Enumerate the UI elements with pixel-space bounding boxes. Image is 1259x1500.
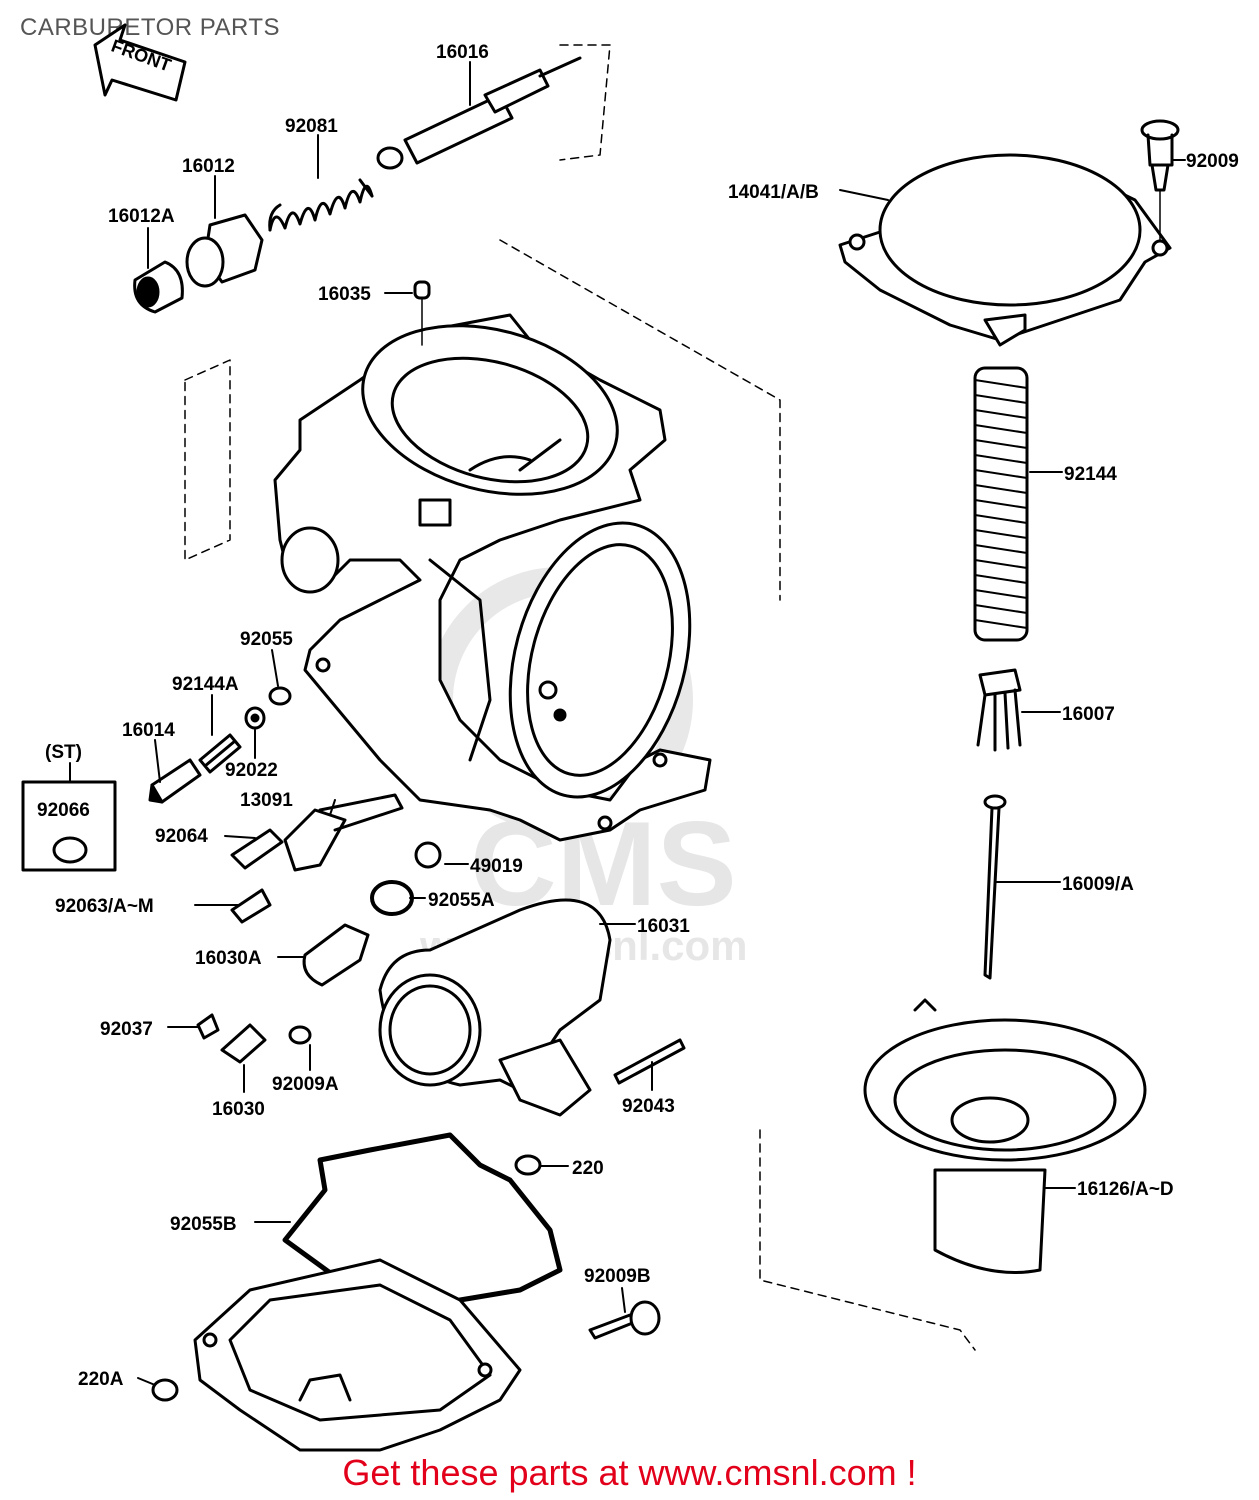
footer-link-text[interactable]: Get these parts at www.cmsnl.com ! xyxy=(342,1452,917,1493)
label-16009: 16009/A xyxy=(1062,874,1134,895)
label-220A: 220A xyxy=(78,1369,124,1390)
page-title: CARBURETOR PARTS xyxy=(20,14,281,41)
part-92081-spring xyxy=(268,178,374,232)
label-92009B: 92009B xyxy=(584,1266,651,1287)
part-92055A-oring xyxy=(370,880,414,916)
part-220A-screw xyxy=(151,1378,179,1402)
label-16126: 16126/A~D xyxy=(1077,1179,1174,1200)
part-49019-ball xyxy=(414,841,442,869)
label-16030A: 16030A xyxy=(195,948,262,969)
part-16030A-valve xyxy=(302,923,370,987)
part-92009B-screw xyxy=(588,1300,661,1340)
label-16030: 16030 xyxy=(212,1099,265,1120)
st-label: (ST) xyxy=(45,742,82,763)
part-92022-washer xyxy=(244,706,266,730)
front-arrow-icon: FRONT xyxy=(93,23,187,102)
label-92009A: 92009A xyxy=(272,1074,339,1095)
label-16007: 16007 xyxy=(1062,704,1115,725)
part-16014-screw xyxy=(148,758,202,804)
part-16012-nut xyxy=(185,213,264,288)
label-92009: 92009 xyxy=(1186,151,1239,172)
label-16012: 16012 xyxy=(182,156,235,177)
part-16035 xyxy=(413,280,431,346)
label-92144: 92144 xyxy=(1064,464,1117,485)
label-92022: 92022 xyxy=(225,760,278,781)
part-13091-jet-holder xyxy=(283,793,404,872)
label-16031: 16031 xyxy=(637,916,690,937)
part-labels: 16016 92081 16012 16012A 16035 14041/A/B… xyxy=(37,42,1239,1390)
label-92055B: 92055B xyxy=(170,1214,237,1235)
label-92063: 92063/A~M xyxy=(55,896,154,917)
label-16035: 16035 xyxy=(318,284,371,305)
part-16009-needle xyxy=(983,794,1007,980)
part-92063-main-jet xyxy=(230,888,272,924)
label-14041: 14041/A/B xyxy=(728,182,819,203)
part-16030-plate xyxy=(220,1023,267,1064)
label-220: 220 xyxy=(572,1158,604,1179)
label-92144A: 92144A xyxy=(172,674,239,695)
part-16031-diaphragm xyxy=(378,898,612,1117)
leader-lines xyxy=(137,61,1186,1386)
part-92037-clip xyxy=(196,1013,220,1040)
st-part-92066: 92066 xyxy=(37,800,90,821)
part-92064-jet xyxy=(230,828,284,870)
label-92037: 92037 xyxy=(100,1019,153,1040)
label-92043: 92043 xyxy=(622,1096,675,1117)
part-16007-holder xyxy=(976,668,1022,752)
part-carburetor-body xyxy=(184,239,781,842)
part-92144A-spring xyxy=(198,733,242,774)
label-92064: 92064 xyxy=(155,826,208,847)
st-box xyxy=(21,762,117,872)
part-92009A-screw xyxy=(288,1025,312,1045)
label-92055: 92055 xyxy=(240,629,293,650)
label-13091: 13091 xyxy=(240,790,293,811)
part-16016 xyxy=(376,44,611,170)
part-92009-screw xyxy=(1140,119,1180,241)
part-92144-spring xyxy=(973,366,1029,642)
part-92055-oring xyxy=(268,686,292,706)
label-16012A: 16012A xyxy=(108,206,175,227)
part-14041-top-cover xyxy=(838,153,1172,347)
label-92081: 92081 xyxy=(285,116,338,137)
part-92043-pin xyxy=(613,1038,686,1085)
label-92055A: 92055A xyxy=(428,890,495,911)
part-220-screw xyxy=(514,1154,542,1176)
label-16014: 16014 xyxy=(122,720,175,741)
part-float-bowl xyxy=(193,1258,522,1452)
label-49019: 49019 xyxy=(470,856,523,877)
part-16126-piston xyxy=(759,998,1147,1351)
part-16012A-cap xyxy=(133,260,184,314)
label-16016: 16016 xyxy=(436,42,489,63)
